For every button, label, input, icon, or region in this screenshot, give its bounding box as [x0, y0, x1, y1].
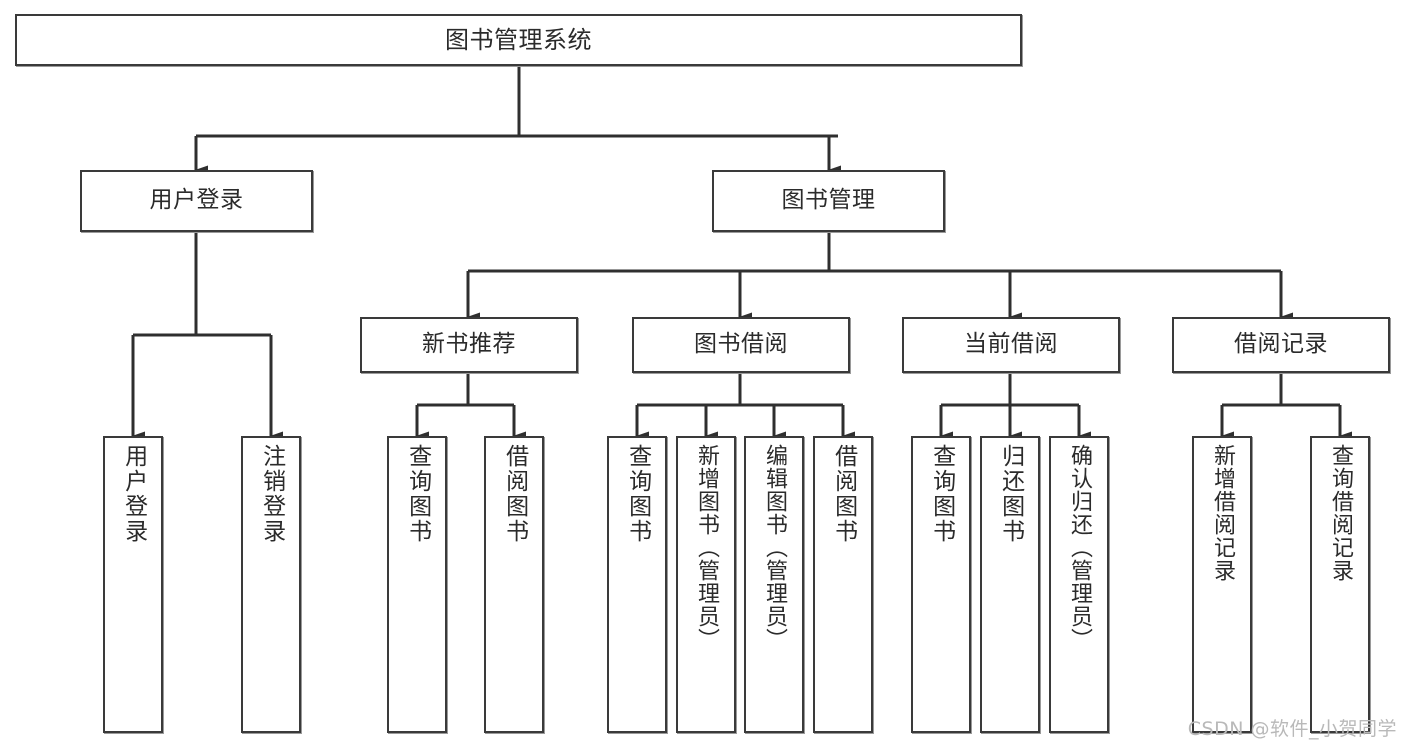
leaf-book-borrow-4-label: 借阅图书 — [830, 444, 857, 544]
node-book-borrow[interactable]: 图书借阅 — [632, 317, 850, 373]
node-borrow-record[interactable]: 借阅记录 — [1172, 317, 1390, 373]
node-user-login[interactable]: 用户登录 — [80, 170, 313, 232]
leaf-book-borrow-2-label: 新增图书（管理员） — [693, 444, 719, 651]
leaf-book-borrow-3-label: 编辑图书（管理员） — [761, 444, 787, 651]
node-new-book-recommend[interactable]: 新书推荐 — [360, 317, 578, 373]
leaf-book-borrow-4[interactable]: 借阅图书 — [813, 436, 873, 733]
watermark: CSDN @软件_小贺同学 — [1187, 718, 1397, 740]
node-borrow-record-label: 借阅记录 — [1234, 331, 1328, 358]
node-root-label: 图书管理系统 — [445, 25, 592, 54]
leaf-borrow-record-2[interactable]: 查询借阅记录 — [1310, 436, 1370, 733]
leaf-user-login-2[interactable]: 注销登录 — [241, 436, 301, 733]
node-new-book-recommend-label: 新书推荐 — [422, 331, 516, 358]
node-current-borrow-label: 当前借阅 — [964, 331, 1058, 358]
node-book-borrow-label: 图书借阅 — [694, 331, 788, 358]
leaf-current-borrow-1[interactable]: 查询图书 — [911, 436, 971, 733]
leaf-user-login-1[interactable]: 用户登录 — [103, 436, 163, 733]
leaf-borrow-record-1-label: 新增借阅记录 — [1209, 444, 1235, 582]
node-current-borrow[interactable]: 当前借阅 — [902, 317, 1120, 373]
node-book-manage[interactable]: 图书管理 — [712, 170, 945, 232]
node-root[interactable]: 图书管理系统 — [15, 14, 1022, 66]
leaf-new-book-1[interactable]: 查询图书 — [387, 436, 447, 733]
leaf-current-borrow-2-label: 归还图书 — [997, 444, 1024, 544]
leaf-borrow-record-2-label: 查询借阅记录 — [1327, 444, 1353, 582]
leaf-current-borrow-3-label: 确认归还（管理员） — [1066, 444, 1092, 651]
leaf-current-borrow-2[interactable]: 归还图书 — [980, 436, 1040, 733]
leaf-book-borrow-1-label: 查询图书 — [624, 444, 651, 544]
leaf-current-borrow-3[interactable]: 确认归还（管理员） — [1049, 436, 1109, 733]
leaf-book-borrow-3[interactable]: 编辑图书（管理员） — [744, 436, 804, 733]
leaf-current-borrow-1-label: 查询图书 — [928, 444, 955, 544]
leaf-borrow-record-1[interactable]: 新增借阅记录 — [1192, 436, 1252, 733]
leaf-user-login-2-label: 注销登录 — [258, 444, 285, 544]
leaf-new-book-1-label: 查询图书 — [404, 444, 431, 544]
leaf-new-book-2[interactable]: 借阅图书 — [484, 436, 544, 733]
leaf-book-borrow-2[interactable]: 新增图书（管理员） — [676, 436, 736, 733]
leaf-user-login-1-label: 用户登录 — [120, 444, 147, 544]
leaf-new-book-2-label: 借阅图书 — [501, 444, 528, 544]
node-book-manage-label: 图书管理 — [781, 187, 876, 214]
node-user-login-label: 用户登录 — [149, 187, 244, 214]
leaf-book-borrow-1[interactable]: 查询图书 — [607, 436, 667, 733]
